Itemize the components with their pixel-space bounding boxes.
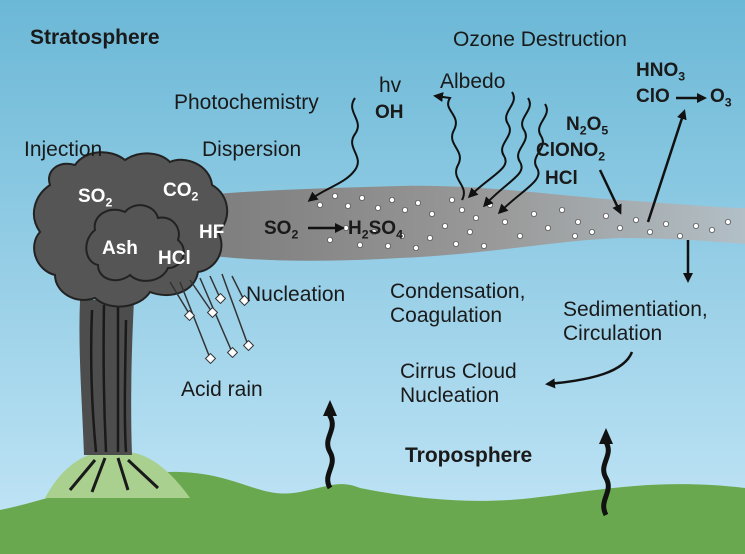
troposphere-label: Troposphere — [405, 444, 533, 467]
eruption-cloud — [32, 151, 229, 308]
condensation-line-1: Condensation, — [390, 280, 526, 303]
n2o5-s1: 2 — [579, 123, 587, 138]
hv-label: hv — [379, 74, 402, 97]
clono2-sub: 2 — [598, 149, 606, 164]
volcano-cone — [45, 452, 190, 498]
volcano-vent-lines — [68, 457, 160, 493]
sedimentation-line-1: Sedimentiation, — [563, 298, 708, 321]
albedo-label: Albedo — [440, 70, 506, 93]
o3-sub: 3 — [724, 95, 732, 110]
updraft-arrow-left — [323, 400, 337, 490]
cloud-co2-base: CO — [163, 180, 192, 201]
hno3-base: HNO — [636, 60, 679, 81]
h2so4-p1: H — [348, 218, 362, 239]
cloud-ash-label: Ash — [102, 238, 138, 259]
acid-rain-streaks — [169, 273, 249, 359]
hv-up-arrow — [433, 92, 465, 201]
o3-base: O — [710, 86, 725, 107]
updraft-arrow-right — [599, 428, 613, 517]
reservoir-hcl-label: HCl — [545, 168, 578, 189]
o3-label: O3 — [710, 86, 732, 110]
condensation-label: Condensation, Coagulation — [390, 280, 525, 327]
n2o5-p2: O — [586, 114, 602, 135]
h2so4-s1: 2 — [361, 227, 369, 242]
nucleation-label: Nucleation — [246, 283, 346, 306]
injection-label: Injection — [24, 138, 103, 161]
cloud-so2-base: SO — [78, 186, 106, 207]
h2so4-p2: SO — [368, 218, 397, 239]
clono2-base: ClONO — [536, 140, 599, 161]
cirrus-line-2: Nucleation — [400, 383, 500, 407]
cloud-so2-label: SO2 — [78, 186, 113, 210]
reservoir-to-plume-arrow — [598, 169, 622, 215]
stratosphere-label: Stratosphere — [30, 26, 160, 49]
cirrus-nucleation-label: Cirrus Cloud Nucleation — [400, 360, 517, 407]
n2o5-s2: 5 — [601, 123, 609, 138]
cirrus-arrow — [545, 351, 634, 389]
aerosol-plume — [205, 185, 745, 261]
hno3-label: HNO3 — [636, 60, 686, 84]
plume-to-hno3-arrow — [646, 109, 687, 223]
clono2-label: ClONO2 — [536, 140, 606, 164]
eruption-cloud-inner — [85, 204, 185, 282]
photochemistry-label: Photochemistry — [174, 91, 319, 114]
plume-so2-sub: 2 — [291, 227, 299, 242]
cloud-hcl-label: HCl — [158, 248, 191, 269]
ozone-destruction-label: Ozone Destruction — [453, 28, 627, 51]
oh-label: OH — [375, 102, 404, 123]
photochemistry-arrow — [307, 97, 359, 202]
plume-so2-base: SO — [264, 218, 292, 239]
cloud-so2-sub: 2 — [105, 195, 113, 210]
cloud-co2-sub: 2 — [191, 189, 199, 204]
n2o5-p1: N — [566, 114, 580, 135]
n2o5-label: N2O5 — [566, 114, 609, 138]
acid-rain-drops — [183, 292, 255, 365]
cloud-co2-label: CO2 — [163, 180, 199, 204]
sedimentation-label: Sedimentiation, Circulation — [563, 298, 708, 345]
ground — [0, 471, 745, 554]
eruption-column-lines — [89, 304, 128, 453]
dispersion-label: Dispersion — [202, 138, 302, 161]
h2so4-s2: 4 — [396, 227, 403, 242]
cloud-hf-label: HF — [199, 222, 225, 243]
plume-h2so4-label: H2SO4 — [348, 218, 403, 242]
hno3-sub: 3 — [678, 69, 686, 84]
sedimentation-line-2: Circulation — [563, 321, 663, 345]
cirrus-line-1: Cirrus Cloud — [400, 360, 517, 383]
acid-rain-label: Acid rain — [181, 378, 263, 401]
plume-so2-label: SO2 — [264, 218, 299, 242]
clo-label: ClO — [636, 86, 670, 107]
condensation-line-2: Coagulation — [390, 303, 503, 327]
albedo-arrows — [467, 91, 548, 215]
